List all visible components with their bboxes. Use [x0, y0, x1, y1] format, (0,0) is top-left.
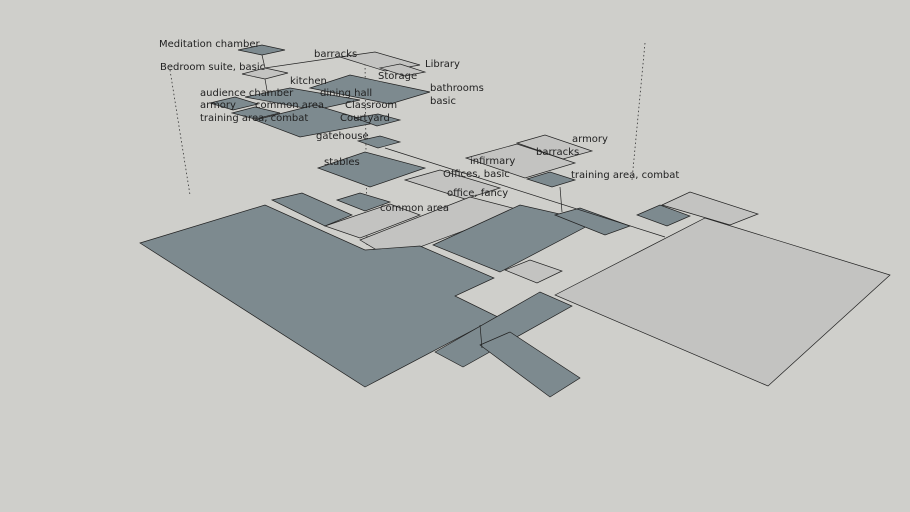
armory-floor[interactable] — [515, 134, 594, 160]
room-floor[interactable] — [230, 106, 281, 120]
link-line — [479, 324, 483, 349]
label-storage[interactable]: Storage — [378, 71, 417, 82]
label-courtyard[interactable]: Courtyard — [340, 113, 390, 124]
rooms-floor[interactable] — [244, 87, 361, 111]
label-kitchen[interactable]: kitchen — [290, 76, 327, 87]
label-armory[interactable]: armory — [200, 100, 236, 111]
library-floor[interactable] — [378, 63, 427, 77]
common-area-floor[interactable] — [323, 203, 421, 239]
link-line — [261, 54, 341, 69]
label-training-area-2[interactable]: training area, combat — [571, 170, 679, 181]
label-training-area[interactable]: training area, combat — [200, 113, 308, 124]
label-stables[interactable]: stables — [324, 157, 360, 168]
room-floor[interactable] — [504, 259, 563, 284]
courtyard-ground-floor[interactable] — [139, 204, 499, 388]
gatehouse-floor[interactable] — [356, 135, 402, 149]
label-bedroom-suite[interactable]: Bedroom suite, basic — [160, 62, 265, 73]
label-common-area[interactable]: common area — [380, 203, 449, 214]
label-bathrooms[interactable]: bathrooms — [430, 83, 484, 94]
label-basic[interactable]: basic — [430, 96, 456, 107]
label-audience-chamber[interactable]: audience chamber — [200, 88, 294, 99]
label-common-area-1[interactable]: common area — [255, 100, 324, 111]
ground-floor-section[interactable] — [434, 291, 573, 368]
room-floor[interactable] — [208, 96, 260, 111]
label-armory-2[interactable]: armory — [572, 134, 608, 145]
link-line — [264, 78, 269, 97]
barracks-floor-2[interactable] — [464, 143, 577, 179]
link-line — [384, 147, 666, 238]
hall-floor[interactable] — [308, 74, 431, 105]
label-barracks-2[interactable]: barracks — [536, 147, 579, 158]
room-floor[interactable] — [661, 191, 760, 226]
label-offices-basic[interactable]: Offices, basic — [443, 169, 510, 180]
label-library[interactable]: Library — [425, 59, 460, 70]
room-floor[interactable] — [353, 113, 402, 127]
bedroom-suite-floor[interactable] — [241, 67, 289, 80]
outer-yard-floor[interactable] — [554, 217, 891, 387]
label-dining-hall[interactable]: dining hall — [320, 88, 372, 99]
label-barracks[interactable]: barracks — [314, 49, 357, 60]
label-meditation-chamber[interactable]: Meditation chamber — [159, 39, 260, 50]
room-floor[interactable] — [335, 192, 392, 212]
training-area-floor[interactable] — [525, 171, 577, 188]
label-office-fancy[interactable]: office, fancy — [447, 188, 508, 199]
ground-floor-section[interactable] — [479, 331, 581, 398]
guide-line — [169, 69, 191, 196]
label-gatehouse[interactable]: gatehouse — [316, 131, 369, 142]
meditation-chamber-floor[interactable] — [237, 44, 286, 56]
room-floor[interactable] — [270, 192, 353, 227]
room-floor[interactable] — [636, 204, 691, 227]
label-classroom[interactable]: Classroom — [345, 100, 397, 111]
guide-line — [631, 42, 646, 181]
link-line — [559, 186, 563, 213]
offices-floor[interactable] — [403, 169, 502, 200]
label-infirmary[interactable]: infirmary — [470, 156, 515, 167]
stables-floor[interactable] — [316, 151, 427, 188]
